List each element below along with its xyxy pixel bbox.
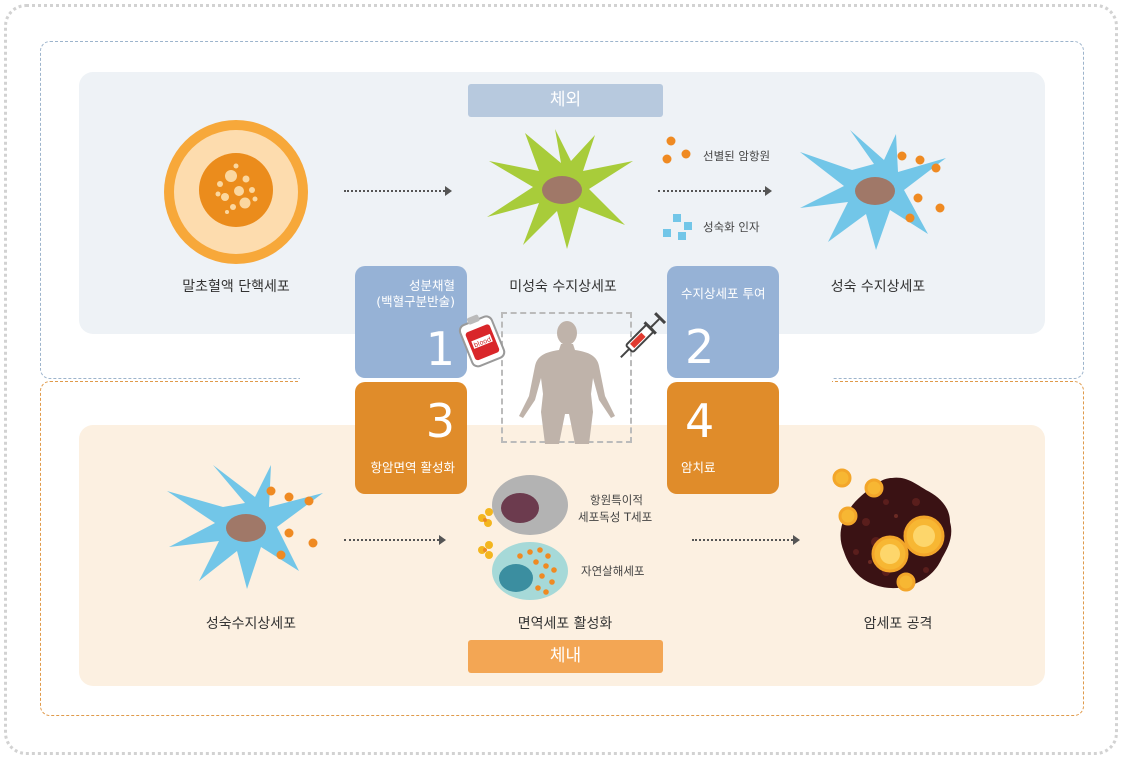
arrow-peripheral-to-immature [344,186,452,196]
outer-frame [4,4,1118,755]
maturation-factor-icon [663,214,692,240]
t-cell-icon [478,475,568,535]
arrow-dc-to-immune [344,535,446,545]
step-3-number: 3 [425,394,455,448]
t-cell-label-line1: 항원특이적 [590,493,643,507]
immature-dc-label: 미성숙 수지상세포 [509,279,617,295]
immature-dendritic-cell-icon [487,129,633,249]
step-1-number: 1 [425,322,455,376]
nk-cell-icon [478,541,568,600]
arrow-immature-to-mature [658,186,772,196]
mature-dendritic-cell-icon [800,130,946,250]
mature-dc-bottom-label: 성숙수지상세포 [205,616,297,632]
step-4-box: 4 암치료 [667,382,779,494]
human-body-icon [519,321,615,444]
step-1-text-line2: (백혈구분반술) [376,294,455,309]
step-4-number: 4 [685,394,715,448]
step-2-box: 수지상세포 투여 2 [667,266,779,378]
blood-bag-icon: blood [458,314,506,368]
peripheral-blood-cell-icon [164,120,308,264]
antigen-dots-icon [662,136,691,164]
step-4-text: 암치료 [681,460,716,475]
cancer-attack-label: 암세포 공격 [863,616,933,632]
cancer-cell-icon [832,468,952,592]
in-vivo-tag: 체내 [468,640,663,673]
t-cell-label-line2: 세포독성 T세포 [578,510,653,524]
mature-dc-label: 성숙 수지상세포 [830,279,926,295]
immune-activation-label: 면역세포 활성화 [517,616,613,632]
step-3-text: 항암면역 활성화 [370,460,455,475]
selected-antigen-label: 선별된 암항원 [703,149,771,163]
step-3-box: 3 항암면역 활성화 [355,382,467,494]
arrow-immune-to-cancer [692,535,800,545]
step-2-number: 2 [685,320,715,374]
step-2-text: 수지상세포 투여 [681,286,766,301]
step-1-text-line1: 성분채혈 [408,278,455,293]
syringe-icon [620,312,667,359]
step-1-box: 성분채혈 (백혈구분반술) 1 [355,266,467,378]
maturation-factor-label: 성숙화 인자 [703,220,760,234]
mature-dendritic-cell-bottom-icon [167,465,323,589]
in-vitro-tag: 체외 [468,84,663,117]
peripheral-blood-label: 말초혈액 단핵세포 [182,279,290,295]
human-figure-frame [501,312,632,443]
nk-cell-label: 자연살해세포 [581,564,645,578]
